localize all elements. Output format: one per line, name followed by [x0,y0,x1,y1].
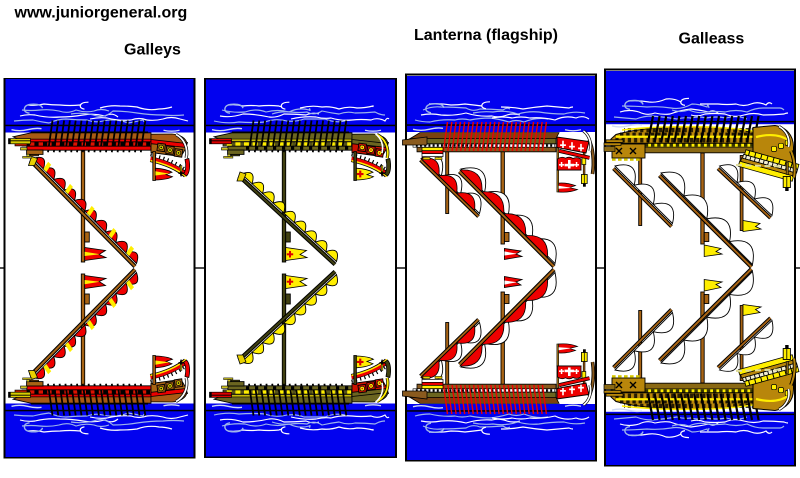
svg-text:Lanterna (flagship): Lanterna (flagship) [414,27,558,44]
svg-text:Galleys: Galleys [124,42,181,59]
svg-text:www.juniorgeneral.org: www.juniorgeneral.org [14,5,188,22]
svg-text:Galleass: Galleass [679,31,745,48]
